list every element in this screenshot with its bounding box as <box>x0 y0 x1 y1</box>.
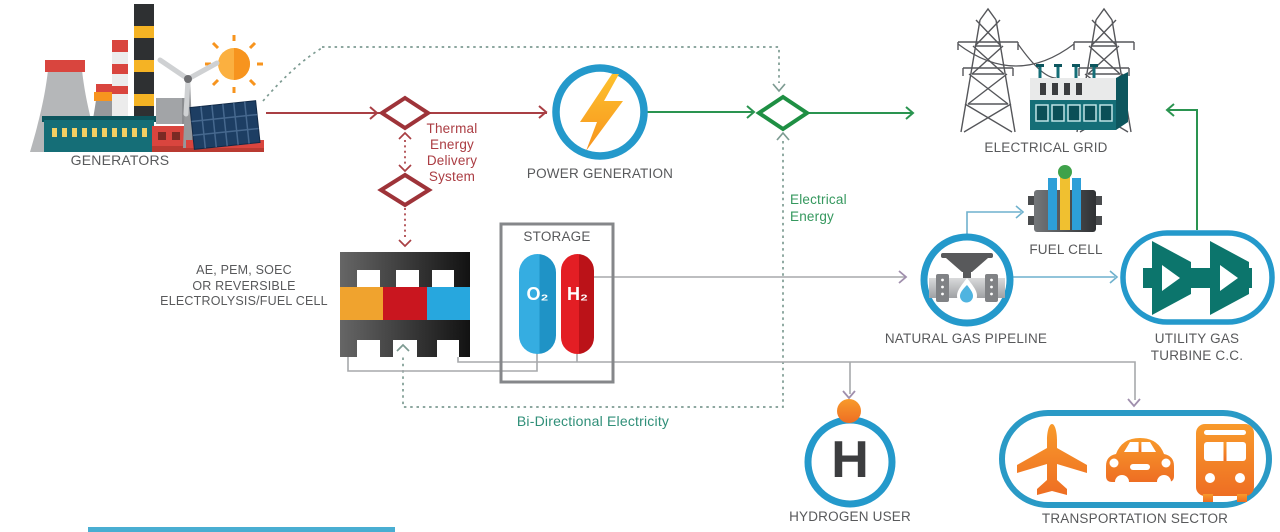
car-icon <box>1106 438 1174 489</box>
hydrogen-tank-label: H₂ <box>567 284 588 304</box>
fuel-cell-label: FUEL CELL <box>1029 242 1103 257</box>
transmission-tower-icon <box>957 7 1019 133</box>
storage-label: STORAGE <box>523 229 591 244</box>
power-generation-label: POWER GENERATION <box>526 166 674 181</box>
hydrogen-symbol: H <box>831 431 869 489</box>
lightning-bolt-icon <box>580 74 623 151</box>
natural-gas-pipeline-icon <box>920 233 1014 327</box>
generators-label: GENERATORS <box>70 152 170 168</box>
thermal-line <box>266 105 548 120</box>
utility-gas-turbine-icon <box>1120 230 1275 325</box>
oxygen-tank-label: O₂ <box>526 284 549 304</box>
thermal-delivery-diamonds <box>377 95 433 208</box>
transportation-sector-icon <box>999 410 1272 508</box>
power-generation-icon <box>552 64 648 160</box>
hydrogen-dot-icon <box>837 399 861 423</box>
fuel-cell-icon <box>1028 165 1102 232</box>
electric-line <box>646 103 1198 230</box>
oxygen-tank-icon <box>519 254 556 354</box>
bus-icon <box>1196 424 1254 502</box>
transportation-sector-label: TRANSPORTATION SECTOR <box>1041 511 1229 526</box>
thermal-delivery-label: Thermal Energy Delivery System <box>426 121 478 184</box>
storage-icon <box>499 222 615 384</box>
electrolysis-label: AE, PEM, SOEC OR REVERSIBLE ELECTROLYSIS… <box>160 263 328 308</box>
electrolysis-icon <box>340 252 470 357</box>
bidirectional-arrowheads <box>772 83 790 141</box>
electrical-grid-icon <box>957 7 1135 133</box>
natural-gas-pipeline-label: NATURAL GAS PIPELINE <box>884 331 1048 346</box>
connector-lines <box>262 46 1198 408</box>
thermal-arrowheads <box>398 131 412 248</box>
bidirectional-electricity-label: Bi-Directional Electricity <box>516 413 670 429</box>
bottom-accent-bar <box>88 527 395 532</box>
electrical-energy-label: Electrical Energy <box>790 192 847 224</box>
hydrogen-user-label: HYDROGEN USER <box>789 509 911 524</box>
pipe-arrowheads <box>842 270 1141 408</box>
bidirectional-dotted-line <box>262 46 784 408</box>
airplane-icon <box>1017 424 1087 495</box>
electric-junction-diamond <box>755 94 811 132</box>
solar-panel-icon <box>189 100 261 150</box>
hydrogen-user-icon <box>804 399 896 508</box>
hydrogen-pipe-lines <box>347 276 1136 400</box>
gas-lines <box>966 205 1119 284</box>
electrical-grid-label: ELECTRICAL GRID <box>984 140 1108 155</box>
generators-icon <box>30 4 264 152</box>
utility-gas-turbine-label: UTILITY GAS TURBINE C.C. <box>1150 331 1244 363</box>
hydrogen-tank-icon <box>561 254 594 354</box>
